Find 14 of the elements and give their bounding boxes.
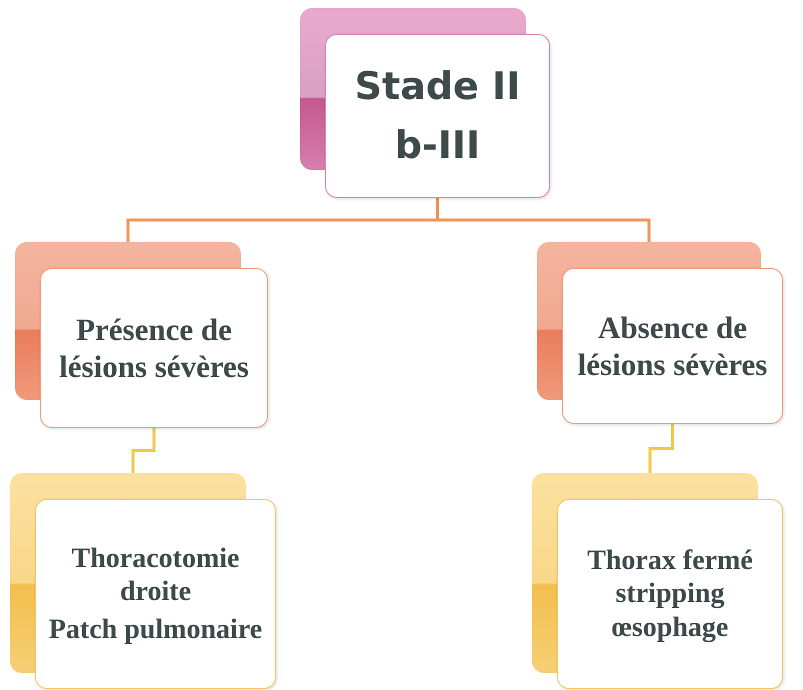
node-text: Patch pulmonaire [48, 612, 262, 646]
node-text: Présence de lésions sévères [58, 310, 250, 386]
connector-line [436, 198, 650, 242]
process-card [10, 473, 276, 689]
process-card [15, 242, 268, 428]
connector-line [132, 428, 156, 473]
connector-line [648, 424, 674, 473]
node-text: Thoracotomie droite [70, 542, 240, 609]
node-text: Absence de lésions sévères [576, 308, 768, 384]
node-text: Stade II b-III [354, 63, 522, 169]
process-card [537, 242, 783, 424]
node-text: Thorax fermé stripping œsophage [586, 544, 754, 644]
process-card [300, 8, 550, 198]
process-card [532, 473, 783, 689]
